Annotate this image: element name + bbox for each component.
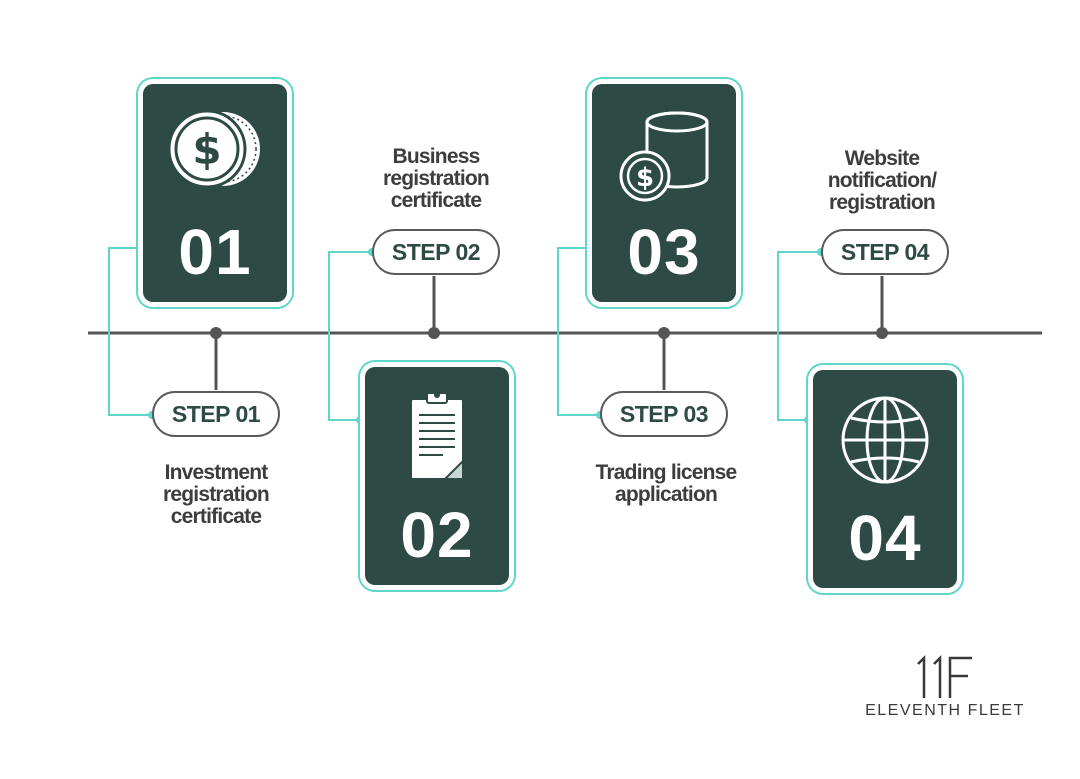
- connector-04: [777, 251, 821, 421]
- connector-01: [108, 247, 152, 416]
- step-number-01: 01: [178, 216, 252, 288]
- globe-icon: [813, 392, 957, 492]
- step-card-01: $ 01: [143, 84, 287, 302]
- dollar-coin-icon: $: [143, 106, 287, 206]
- step-number-04: 04: [848, 502, 922, 574]
- step-card-03: $ 03: [592, 84, 736, 302]
- connector-03: [557, 247, 600, 416]
- step-label-04: STEP 04: [821, 229, 949, 275]
- step-card-02: 02: [365, 367, 509, 585]
- svg-text:$: $: [192, 125, 221, 174]
- svg-text:$: $: [636, 163, 654, 193]
- step-label-03: STEP 03: [600, 391, 728, 437]
- timeline-dot-04: [876, 327, 888, 339]
- timeline-dot-02: [428, 327, 440, 339]
- step-description-02: Business registration certificate: [383, 145, 490, 212]
- step-label-01: STEP 01: [152, 391, 280, 437]
- step-number-02: 02: [400, 499, 474, 571]
- clipboard-document-icon: [365, 389, 509, 489]
- brand-mark-11f: [917, 654, 972, 698]
- step-card-04: 04: [813, 370, 957, 588]
- timeline-dot-01: [210, 327, 222, 339]
- step-number-03: 03: [627, 216, 701, 288]
- step-description-01: Investment registration certificate: [163, 461, 270, 528]
- timeline-dot-03: [658, 327, 670, 339]
- step-description-04: Website notification/ registration: [827, 147, 937, 214]
- coin-stack-icon: $: [592, 106, 736, 206]
- connector-02: [328, 251, 372, 421]
- step-label-02: STEP 02: [372, 229, 500, 275]
- step-description-03: Trading license application: [595, 461, 738, 506]
